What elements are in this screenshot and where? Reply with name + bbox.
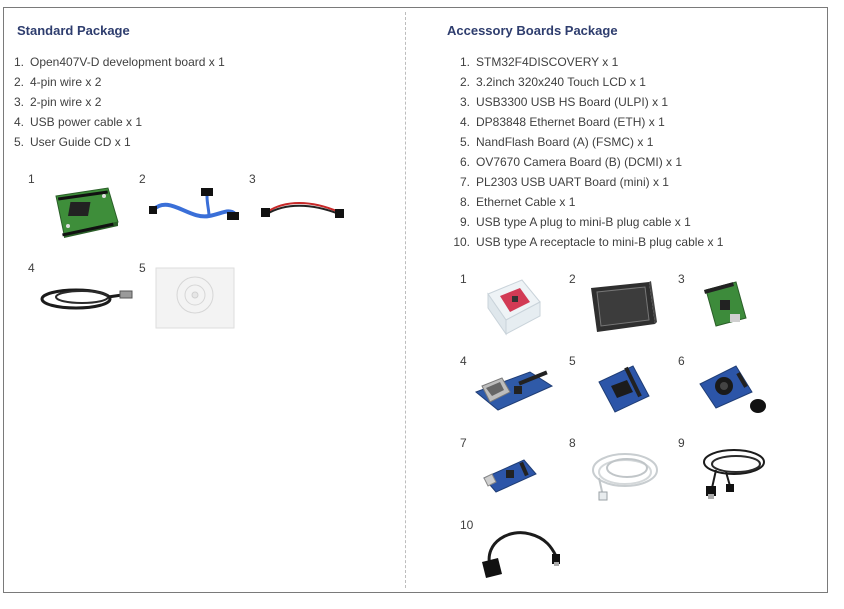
usb-a-mini-b-cable-image — [703, 449, 765, 499]
list-item: 2.4-pin wire x 2 — [13, 75, 102, 89]
usb-power-cable-image — [40, 288, 133, 310]
figure-dev-board: 1 — [28, 172, 128, 242]
accessory-package-list: 1.STM32F4DISCOVERY x 1 2.3.2inch 320x240… — [450, 52, 723, 252]
figure-pl2303-board: 7 — [460, 436, 560, 506]
figure-nandflash-board: 5 — [569, 354, 669, 424]
figure-4pin-wire: 2 — [139, 172, 239, 242]
list-item: 8.Ethernet Cable x 1 — [459, 195, 576, 209]
figure-stm32f4discovery: 1 — [460, 272, 560, 342]
pl2303-board-image — [483, 459, 537, 493]
dp83848-board-image — [475, 370, 554, 411]
package-contents-panel: Standard Package 1.Open407V-D developmen… — [3, 7, 828, 593]
figure-usb-power-cable: 4 — [28, 261, 138, 321]
list-item: 7.PL2303 USB UART Board (mini) x 1 — [459, 175, 669, 189]
ov7670-camera-image — [699, 365, 766, 413]
list-item: 5.User Guide CD x 1 — [13, 135, 131, 149]
figure-touch-lcd: 2 — [569, 272, 669, 342]
4pin-wire-image — [149, 188, 239, 220]
accessory-package-title: Accessory Boards Package — [447, 23, 618, 38]
figure-usb3300-board: 3 — [678, 272, 778, 342]
ethernet-cable-image — [592, 453, 658, 501]
list-item: 6.OV7670 Camera Board (B) (DCMI) x 1 — [459, 155, 683, 169]
figure-usb-a-receptacle-cable: 10 — [460, 518, 570, 588]
list-item: 9.USB type A plug to mini-B plug cable x… — [459, 215, 691, 229]
figure-ethernet-cable: 8 — [569, 436, 669, 506]
standard-package-title: Standard Package — [17, 23, 130, 38]
touch-lcd-image — [591, 281, 657, 332]
list-item: 3.2-pin wire x 2 — [13, 95, 102, 109]
list-item: 4.USB power cable x 1 — [13, 115, 143, 129]
column-divider — [405, 12, 406, 588]
list-item: 2.3.2inch 320x240 Touch LCD x 1 — [459, 75, 646, 89]
standard-package-list: 1.Open407V-D development board x 1 2.4-p… — [4, 52, 225, 152]
nandflash-board-image — [598, 365, 650, 413]
usb3300-board-image — [703, 281, 747, 327]
figure-user-guide-cd: 5 — [139, 261, 249, 331]
list-item: 1.STM32F4DISCOVERY x 1 — [459, 55, 619, 69]
stm32f4discovery-image — [487, 279, 541, 336]
cd-sleeve-image — [155, 267, 235, 329]
list-item: 1.Open407V-D development board x 1 — [13, 55, 225, 69]
usb-a-receptacle-cable-image — [482, 531, 560, 578]
2pin-wire-image — [261, 202, 344, 218]
list-item: 5.NandFlash Board (A) (FSMC) x 1 — [459, 135, 654, 149]
dev-board-image — [55, 187, 119, 238]
figure-usb-a-mini-b-cable: 9 — [678, 436, 778, 506]
list-item: 10.USB type A receptacle to mini-B plug … — [453, 235, 724, 249]
figure-2pin-wire: 3 — [249, 172, 349, 242]
list-item: 4.DP83848 Ethernet Board (ETH) x 1 — [459, 115, 665, 129]
figure-ov7670-camera: 6 — [678, 354, 778, 424]
list-item: 3.USB3300 USB HS Board (ULPI) x 1 — [459, 95, 669, 109]
figure-dp83848-board: 4 — [460, 354, 560, 424]
